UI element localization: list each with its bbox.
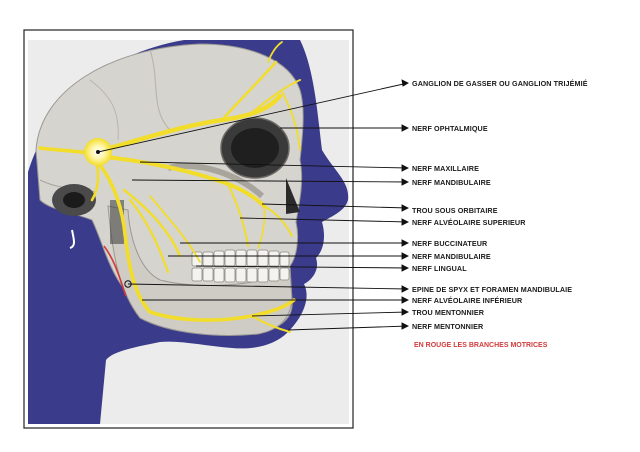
label-nerf-buccinateur: NERF BUCCINATEUR	[412, 239, 488, 248]
label-trou-sous-orbitaire: TROU SOUS ORBITAIRE	[412, 206, 498, 215]
label-nerf-mandibulaire-2: NERF MANDIBULAIRE	[412, 252, 491, 261]
teeth	[191, 249, 290, 283]
label-nerf-alveolaire-superieur: NERF ALVÉOLAIRE SUPERIEUR	[412, 218, 526, 227]
motor-branch	[103, 245, 127, 297]
label-nerf-ophtalmique: NERF OPHTALMIQUE	[412, 124, 488, 133]
leader-lines	[97, 79, 410, 331]
label-nerf-mentonnier: NERF MENTONNIER	[412, 322, 484, 331]
label-trou-mentonnier: TROU MENTONNIER	[412, 308, 485, 317]
label-nerf-alveolaire-inferieur: NERF ALVÉOLAIRE INFÉRIEUR	[412, 296, 523, 305]
label-nerf-mandibulaire-1: NERF MANDIBULAIRE	[412, 178, 491, 187]
mandible	[107, 205, 293, 336]
label-nerf-lingual: NERF LINGUAL	[412, 264, 467, 273]
label-ganglion-gasser: GANGLION DE GASSER OU GANGLION TRIJÉMIÉ	[412, 79, 588, 88]
motor-branches-note: EN ROUGE LES BRANCHES MOTRICES	[414, 342, 548, 349]
label-nerf-maxillaire: NERF MAXILLAIRE	[412, 164, 479, 173]
label-epine-spyx: EPINE DE SPYX ET FORAMEN MANDIBULAIE	[412, 285, 573, 294]
